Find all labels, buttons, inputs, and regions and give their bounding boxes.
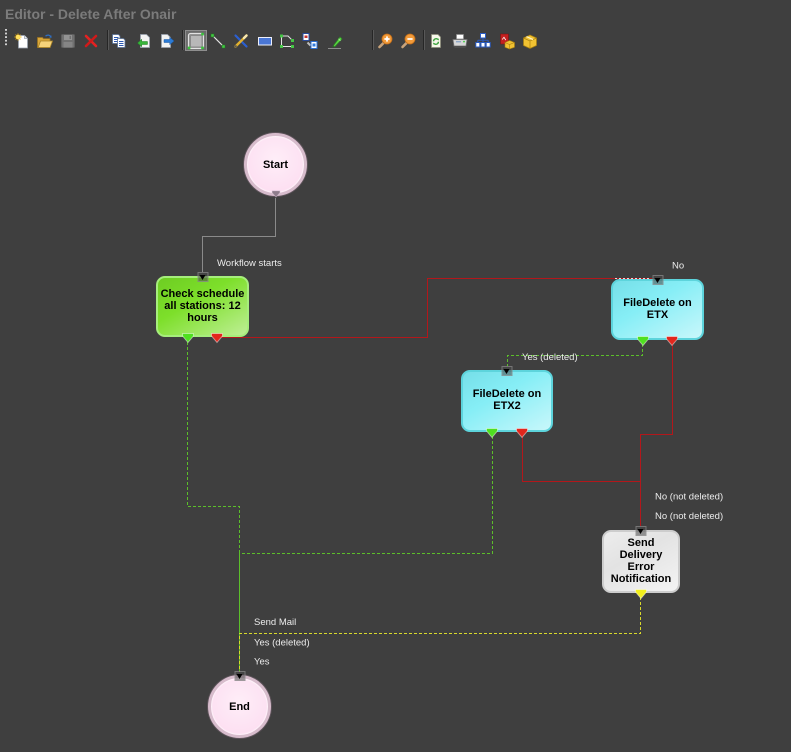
node-filedelete-etx2[interactable]: FileDelete on ETX2 (461, 366, 553, 438)
print-button[interactable] (449, 30, 471, 51)
connection-label: Yes (deleted) (254, 638, 310, 649)
highlight-button[interactable] (324, 30, 346, 51)
connection-label: Yes (254, 657, 270, 668)
connector-tool-icon (279, 33, 295, 49)
connector-tool-button[interactable] (276, 30, 298, 51)
new-button[interactable] (11, 30, 33, 51)
highlighter-icon (327, 33, 343, 49)
hierarchy-icon (475, 32, 491, 49)
input-port[interactable] (197, 272, 208, 282)
print-icon (452, 33, 468, 49)
connection-label: No (not deleted) (655, 492, 723, 503)
node-label: Check schedule all stations: 12 hours (160, 287, 245, 324)
import-button[interactable] (133, 30, 155, 51)
connection-label: Yes (deleted) (522, 352, 578, 363)
refresh-document-icon (428, 33, 444, 49)
workflow-canvas[interactable]: Workflow starts No Yes Yes (deleted) No … (0, 56, 791, 752)
export-pdf-button[interactable] (496, 30, 518, 51)
save-button[interactable] (57, 30, 79, 51)
export-button[interactable] (156, 30, 178, 51)
copy-button[interactable] (108, 30, 130, 51)
node-check-schedule[interactable]: Check schedule all stations: 12 hours (156, 272, 249, 343)
connection-filedelete-etx-yes-to-filedelete-etx2[interactable] (507, 344, 643, 366)
connection-label: No (672, 261, 684, 272)
input-port[interactable] (501, 366, 513, 376)
no-output-port[interactable] (211, 332, 224, 343)
export-icon (159, 33, 175, 49)
toolbar-separator (107, 30, 108, 50)
zoom-out-button[interactable] (397, 30, 419, 51)
rectangle-tool-icon (257, 33, 273, 49)
yes-output-port[interactable] (181, 332, 194, 343)
yes-output-port[interactable] (636, 335, 649, 346)
toolbar-separator (182, 30, 183, 50)
no-output-port[interactable] (515, 427, 528, 438)
connection-start-to-check-schedule[interactable] (202, 198, 276, 272)
pdf-export-icon (499, 33, 515, 49)
refresh-button[interactable] (425, 30, 447, 51)
tools-button[interactable] (230, 30, 252, 51)
node-end[interactable]: End (208, 671, 271, 738)
node-start[interactable]: Start (244, 133, 307, 198)
toolbar (0, 29, 791, 53)
arrow-down-icon (199, 275, 205, 280)
link-nodes-icon (302, 32, 318, 49)
input-port[interactable] (635, 526, 647, 536)
tools-icon (233, 33, 249, 49)
input-port[interactable] (652, 275, 663, 285)
connection-check-schedule-yes-to-end[interactable] (187, 342, 240, 672)
node-filedelete-etx[interactable]: FileDelete on ETX (611, 275, 704, 346)
arrow-down-icon (654, 278, 660, 283)
yes-output-port[interactable] (486, 427, 499, 438)
zoom-in-icon (377, 33, 393, 49)
open-folder-icon (37, 33, 54, 49)
toolbar-separator (372, 30, 373, 50)
rectangle-tool-button[interactable] (254, 30, 276, 51)
import-icon (136, 33, 152, 49)
node-label: Start (262, 158, 289, 171)
connection-filedelete-etx-no-to-send-delivery-error[interactable] (640, 344, 673, 526)
hierarchy-button[interactable] (472, 30, 494, 51)
node-label: FileDelete on ETX (623, 296, 692, 321)
zoom-in-button[interactable] (374, 30, 396, 51)
line-tool-button[interactable] (207, 30, 229, 51)
connection-label: Workflow starts (217, 258, 282, 269)
save-icon (60, 33, 76, 49)
arrow-down-icon (236, 674, 242, 679)
input-port[interactable] (234, 671, 245, 681)
delete-button[interactable] (80, 30, 102, 51)
node-label: FileDelete on ETX2 (472, 388, 542, 412)
connection-check-schedule-no-to-filedelete-etx[interactable] (217, 278, 653, 338)
node-send-delivery-error[interactable]: Send Delivery Error Notification (602, 526, 680, 599)
connections-layer: Workflow starts No Yes Yes (deleted) No … (187, 198, 723, 672)
connection-label: Send Mail (254, 617, 296, 628)
open-button[interactable] (34, 30, 56, 51)
delete-icon (83, 33, 99, 49)
arrow-down-icon (637, 529, 644, 534)
node-label: End (229, 700, 250, 713)
toolbar-grip-handle[interactable] (5, 29, 7, 46)
package-icon (522, 33, 538, 49)
connection-filedelete-etx2-no-to-send-delivery-error[interactable] (522, 436, 641, 526)
link-nodes-button[interactable] (299, 30, 321, 51)
connection-label: No (not deleted) (655, 511, 723, 522)
select-tool-icon (187, 32, 205, 50)
line-tool-icon (210, 33, 226, 49)
select-tool-button[interactable] (185, 30, 207, 51)
new-document-icon (14, 33, 30, 49)
toolbar-separator (423, 30, 424, 50)
connection-send-delivery-error-to-end[interactable] (239, 597, 641, 672)
package-button[interactable] (519, 30, 541, 51)
window-title: Editor - Delete After Onair (5, 6, 177, 22)
zoom-out-icon (400, 33, 416, 49)
no-output-port[interactable] (666, 335, 679, 346)
start-output-port[interactable] (271, 190, 281, 198)
copy-icon (111, 33, 127, 49)
arrow-down-icon (503, 369, 510, 374)
notify-output-port[interactable] (635, 588, 647, 599)
node-label: Send Delivery Error Notification (610, 536, 672, 585)
